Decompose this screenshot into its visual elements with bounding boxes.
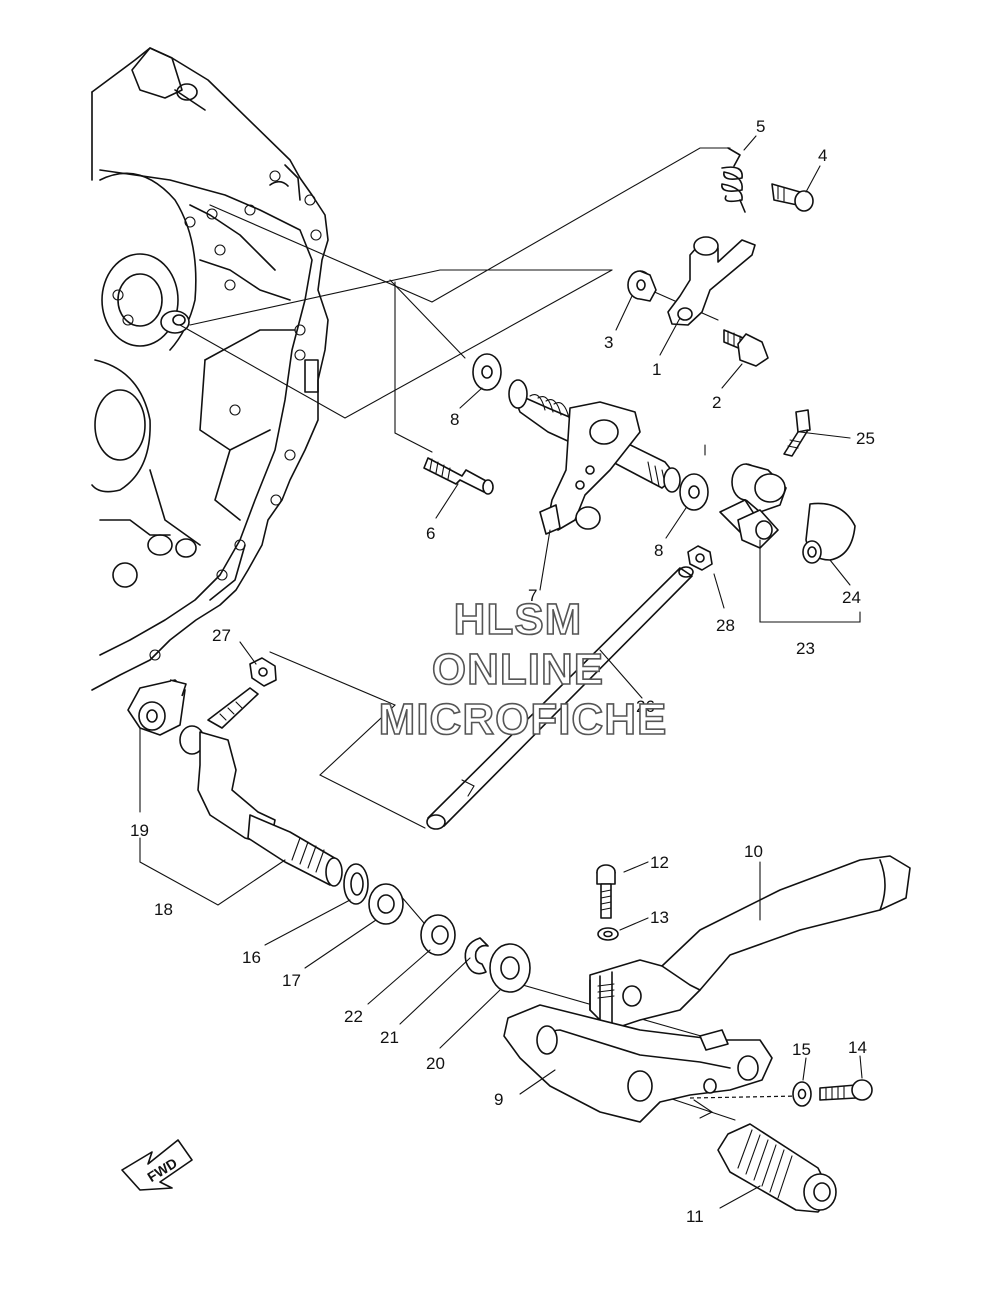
pedal-bolt-part xyxy=(596,864,616,919)
e-clip-part xyxy=(464,937,489,975)
callout-1: 1 xyxy=(652,360,661,379)
callout-3: 3 xyxy=(604,333,613,352)
callout-18: 18 xyxy=(154,900,173,919)
shift-rod-part xyxy=(426,566,694,830)
toe-rubber-part xyxy=(717,1123,837,1213)
callout-7: 7 xyxy=(528,586,537,605)
shift-arm-part xyxy=(179,687,343,887)
callout-21: 21 xyxy=(380,1028,399,1047)
callout-numbers: 5 4 3 1 2 8 25 6 8 7 24 28 27 23 26 19 1… xyxy=(130,117,875,1226)
bushing-part xyxy=(489,943,531,993)
joint-cap-part xyxy=(802,502,856,564)
circlip-part xyxy=(343,863,369,905)
bolt-part xyxy=(723,329,769,367)
callout-25: 25 xyxy=(856,429,875,448)
watermark: HLSM ONLINE MICROFICHE xyxy=(378,594,668,745)
pedal-bracket-part xyxy=(503,1004,773,1123)
callout-5: 5 xyxy=(756,117,765,136)
callout-9: 9 xyxy=(494,1090,503,1109)
callout-23: 23 xyxy=(796,639,815,658)
shift-shaft-part xyxy=(508,379,681,535)
small-washer-hole xyxy=(797,1088,807,1100)
nut-part-upper xyxy=(687,545,713,571)
callout-13: 13 xyxy=(650,908,669,927)
crankcase-drawing xyxy=(91,47,329,691)
ball-joint-part xyxy=(719,463,787,549)
callout-19: 19 xyxy=(130,821,149,840)
thrust-washer-part xyxy=(420,914,456,956)
watermark-line-3: MICROFICHE xyxy=(379,695,668,744)
watermark-line-2: ONLINE xyxy=(432,645,604,694)
collar-part xyxy=(627,270,657,302)
callout-11: 11 xyxy=(686,1207,704,1226)
shift-pedal-part xyxy=(589,855,911,1031)
callout-10: 10 xyxy=(744,842,763,861)
callout-12: 12 xyxy=(650,853,669,872)
callout-6: 6 xyxy=(426,524,435,543)
plain-washer-part xyxy=(368,883,404,925)
washer-hole-lower xyxy=(688,485,700,499)
washer-part-upper xyxy=(472,353,502,391)
washer-hole-upper xyxy=(481,365,493,379)
watermark-line-1: HLSM xyxy=(454,595,583,644)
small-washer-part xyxy=(792,1081,812,1107)
stud-bolt-part xyxy=(423,457,494,495)
callout-28: 28 xyxy=(716,616,735,635)
torsion-spring-part xyxy=(721,147,746,213)
callout-2: 2 xyxy=(712,393,721,412)
screw-part xyxy=(783,409,811,457)
direction-arrow-icon: FWD xyxy=(121,1139,193,1191)
callout-8-lower: 8 xyxy=(654,541,663,560)
nut-part-lower xyxy=(249,657,277,687)
pedal-washer-part xyxy=(597,927,619,941)
bracket-bolt-part xyxy=(819,1079,873,1101)
callout-8-upper: 8 xyxy=(450,410,459,429)
washer-part-lower xyxy=(679,473,709,511)
callout-24: 24 xyxy=(842,588,861,607)
callout-17: 17 xyxy=(282,971,301,990)
callout-22: 22 xyxy=(344,1007,363,1026)
callout-27: 27 xyxy=(212,626,231,645)
lower-ball-joint-part xyxy=(127,679,187,736)
callout-15: 15 xyxy=(792,1040,811,1059)
callout-leaders xyxy=(139,135,863,1209)
callout-26: 26 xyxy=(636,697,655,716)
shift-lever-part xyxy=(667,236,756,326)
callout-20: 20 xyxy=(426,1054,445,1073)
callout-16: 16 xyxy=(242,948,261,967)
callout-14: 14 xyxy=(848,1038,867,1057)
pin-part xyxy=(771,183,814,212)
callout-4: 4 xyxy=(818,146,827,165)
